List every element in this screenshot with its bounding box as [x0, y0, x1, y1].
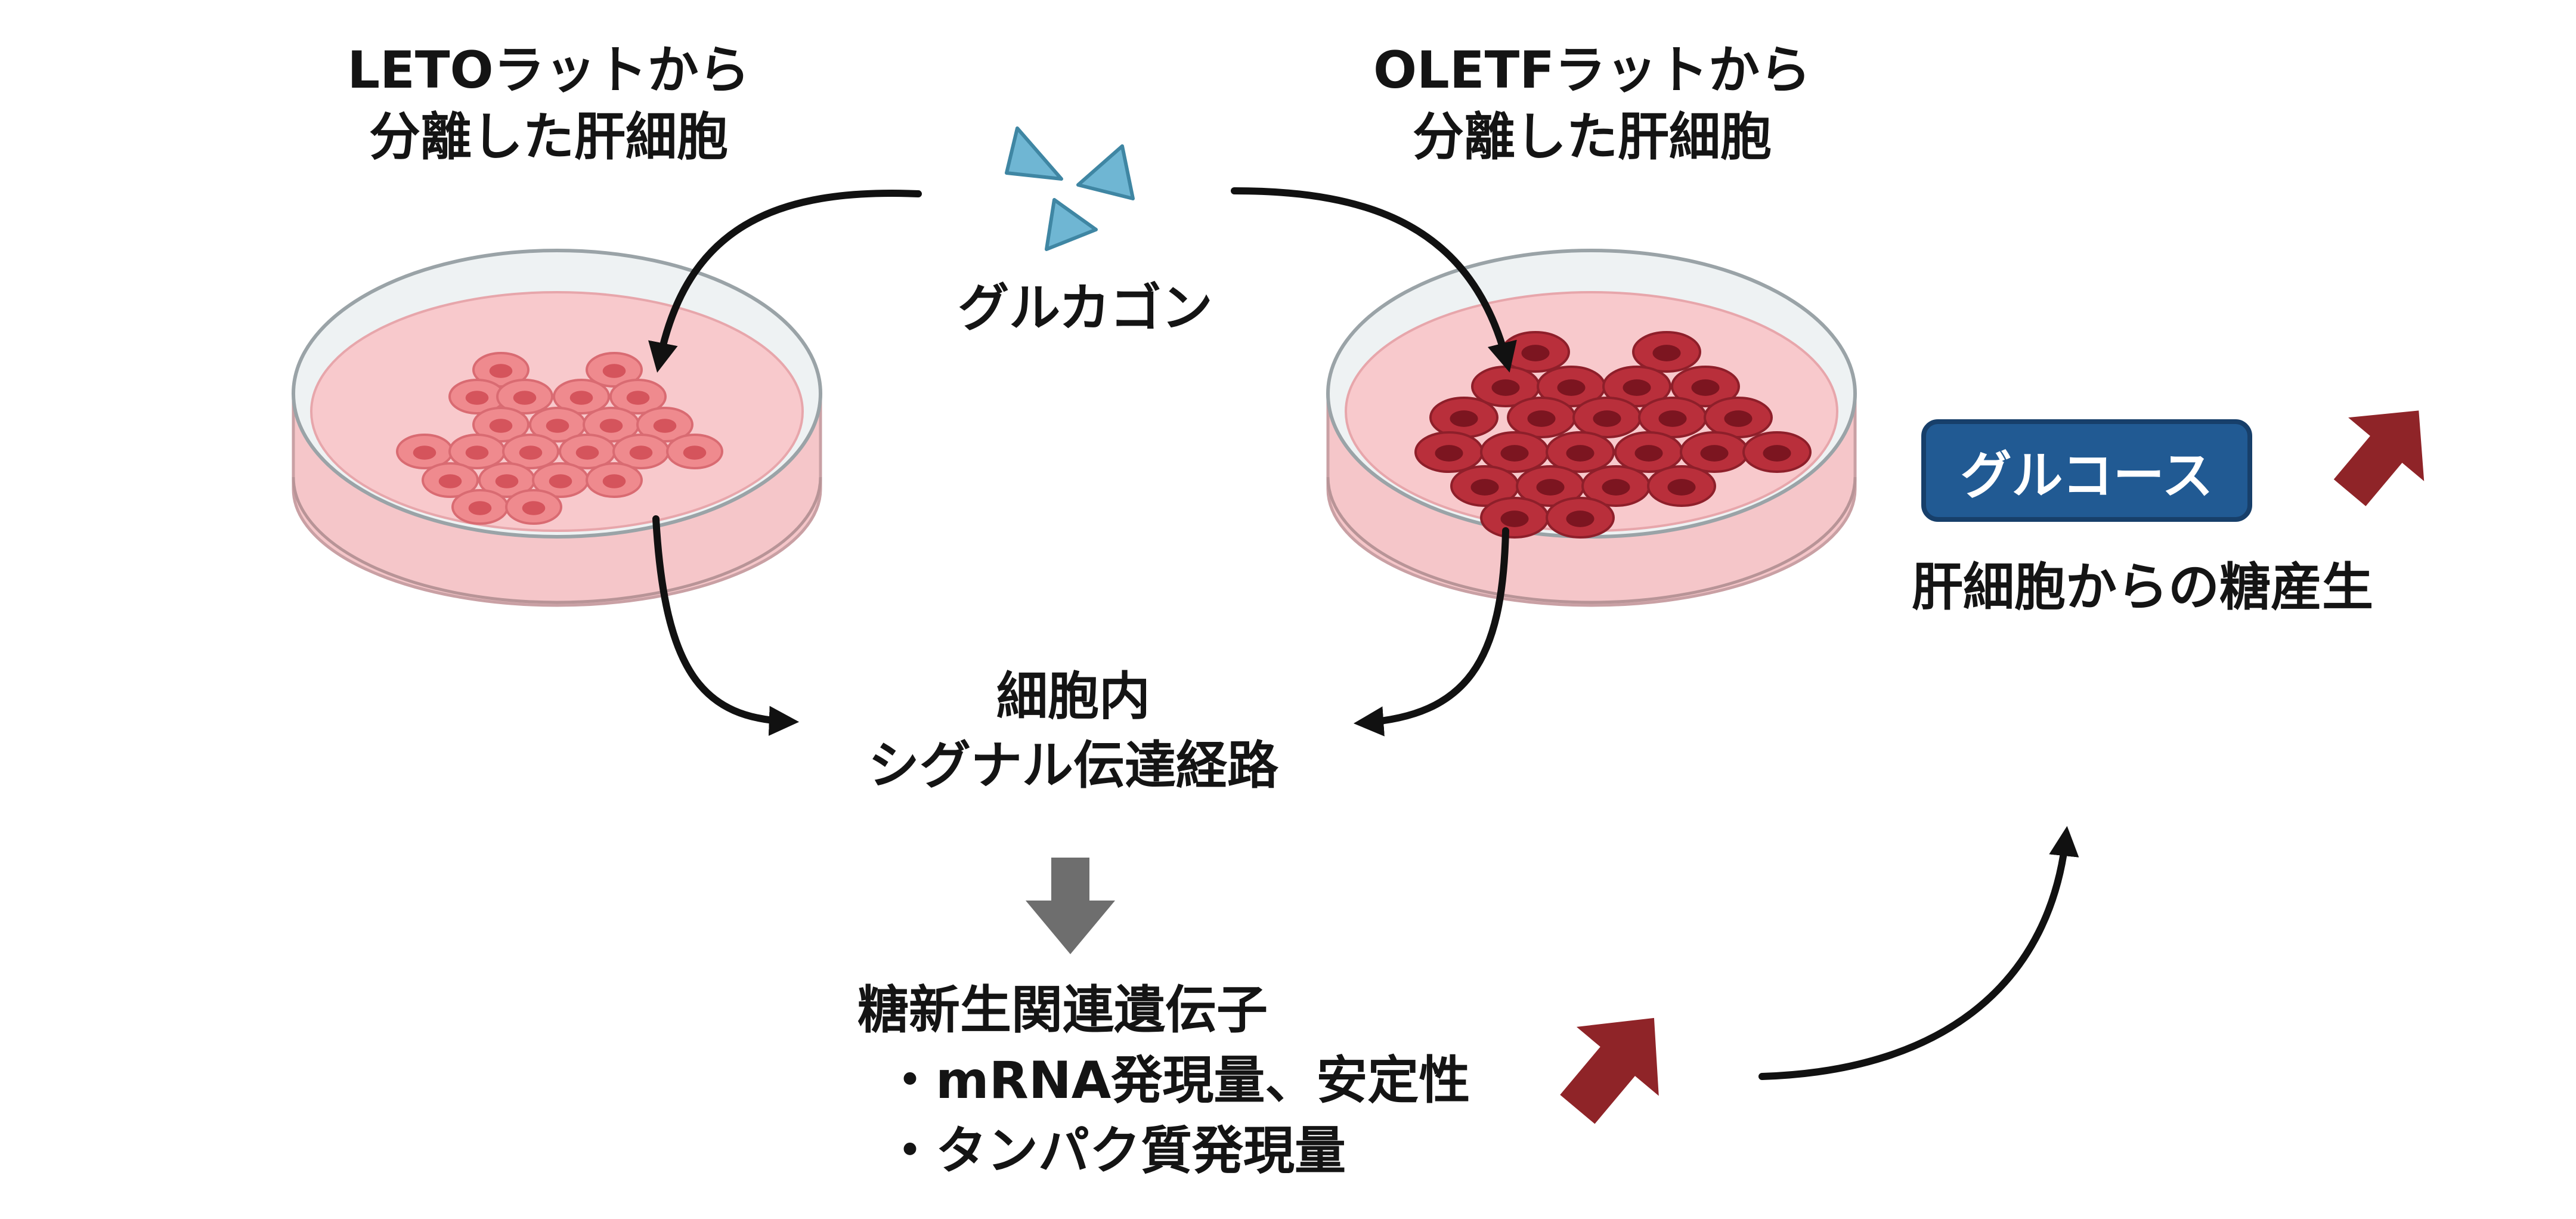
glucagon-triangle-icon [1005, 126, 1063, 181]
hepatocyte-icon [1501, 331, 1570, 373]
hepatocyte-icon [478, 462, 535, 498]
leto-hepatocyte-cluster [396, 352, 723, 525]
leto-caption-line1: LETOラットから [347, 41, 750, 100]
hepatocyte-icon [1450, 465, 1519, 507]
genes-item-mrna: ・mRNA発現量、安定性 [884, 1051, 1470, 1110]
hepatocyte-icon [1537, 366, 1606, 407]
hepatocyte-icon [448, 379, 506, 414]
glucagon-triangle-icon [1076, 144, 1135, 200]
hepatocyte-icon [1680, 431, 1749, 473]
flow-arrows [648, 187, 2079, 1080]
glucose-badge: グルコース [1921, 419, 2252, 522]
hepatocyte-icon [1429, 397, 1498, 438]
signal-pathway-label: 細胞内 シグナル伝達経路 [799, 662, 1348, 800]
hepatocyte-icon [1480, 497, 1549, 539]
glucagon-to-leto-arrow [648, 190, 922, 373]
leto-petri-dish [292, 249, 822, 607]
hepatocyte-icon [422, 462, 479, 498]
oletf-caption-line1: OLETFラットから [1373, 41, 1812, 100]
genes-to-glucose-arrow [1758, 825, 2079, 1080]
oletf-hepatocyte-cluster [1414, 331, 1812, 539]
glucose-label: グルコース [1960, 445, 2213, 506]
oletf-caption-line2: 分離した肝細胞 [1413, 107, 1772, 167]
hepatocyte-icon [1546, 431, 1615, 473]
hepatocyte-icon [472, 407, 530, 443]
hepatocyte-icon [1742, 431, 1812, 473]
hepatocyte-icon [472, 352, 530, 388]
up-arrow-icon [2333, 410, 2425, 506]
hepatocyte-icon [532, 462, 589, 498]
hepatocyte-icon [396, 434, 453, 469]
hepatocyte-icon [1572, 397, 1642, 438]
genes-title: 糖新生関連遺伝子 [857, 980, 1268, 1040]
down-arrow-icon [1026, 858, 1115, 954]
hepatocyte-icon [1602, 366, 1671, 407]
hepatocyte-icon [505, 489, 562, 525]
hepatocyte-icon [636, 407, 693, 443]
glucagon-to-oletf-arrow [1231, 187, 1517, 373]
hepatocyte-icon [451, 489, 509, 525]
genes-item-protein: ・タンパク質発現量 [884, 1121, 1346, 1181]
leto-caption-line2: 分離した肝細胞 [369, 107, 728, 167]
hepatocyte-icon [586, 352, 643, 388]
hepatocyte-icon [1507, 397, 1576, 438]
hepatocyte-icon [1638, 397, 1707, 438]
hepatocyte-icon [586, 462, 643, 498]
dish-bottom-edge [1326, 477, 1857, 604]
oletf-caption: OLETFラットから 分離した肝細胞 [1324, 37, 1860, 171]
signal-pathway-line2: シグナル伝達経路 [868, 736, 1278, 796]
hepatocyte-icon [1414, 431, 1484, 473]
signal-pathway-line1: 細胞内 [996, 667, 1150, 726]
oletf-to-signal-arrow [1353, 527, 1509, 737]
oletf-petri-dish [1326, 249, 1857, 607]
hepatocyte-icon [1647, 465, 1716, 507]
hepatocyte-icon [496, 379, 553, 414]
dish-bottom-edge [292, 477, 822, 604]
hepatocyte-icon [1614, 431, 1683, 473]
glucagon-triangle-icons [1005, 126, 1135, 251]
hepatocyte-icon [1581, 465, 1651, 507]
hepatocyte-icon [1671, 366, 1740, 407]
glucagon-triangle-icon [1045, 198, 1098, 251]
hepatocyte-icon [1546, 497, 1615, 539]
glucagon-label: グルカゴン [958, 279, 1213, 338]
hepatocyte-icon [666, 434, 723, 469]
hepatocyte-icon [1704, 397, 1773, 438]
leto-to-signal-arrow [652, 515, 800, 736]
hepatocyte-icon [553, 379, 610, 414]
leto-caption: LETOラットから 分離した肝細胞 [322, 37, 775, 171]
hepatocyte-icon [609, 379, 667, 414]
hepatocyte-icon [502, 434, 559, 469]
hepatic-glucose-output-label: 肝細胞からの糖産生 [1912, 558, 2373, 617]
gluconeogenic-genes-block: 糖新生関連遺伝子 ・mRNA発現量、安定性 ・タンパク質発現量 [857, 975, 1470, 1186]
up-arrow-icon [1560, 1017, 1659, 1124]
hepatocyte-icon [1632, 331, 1701, 373]
